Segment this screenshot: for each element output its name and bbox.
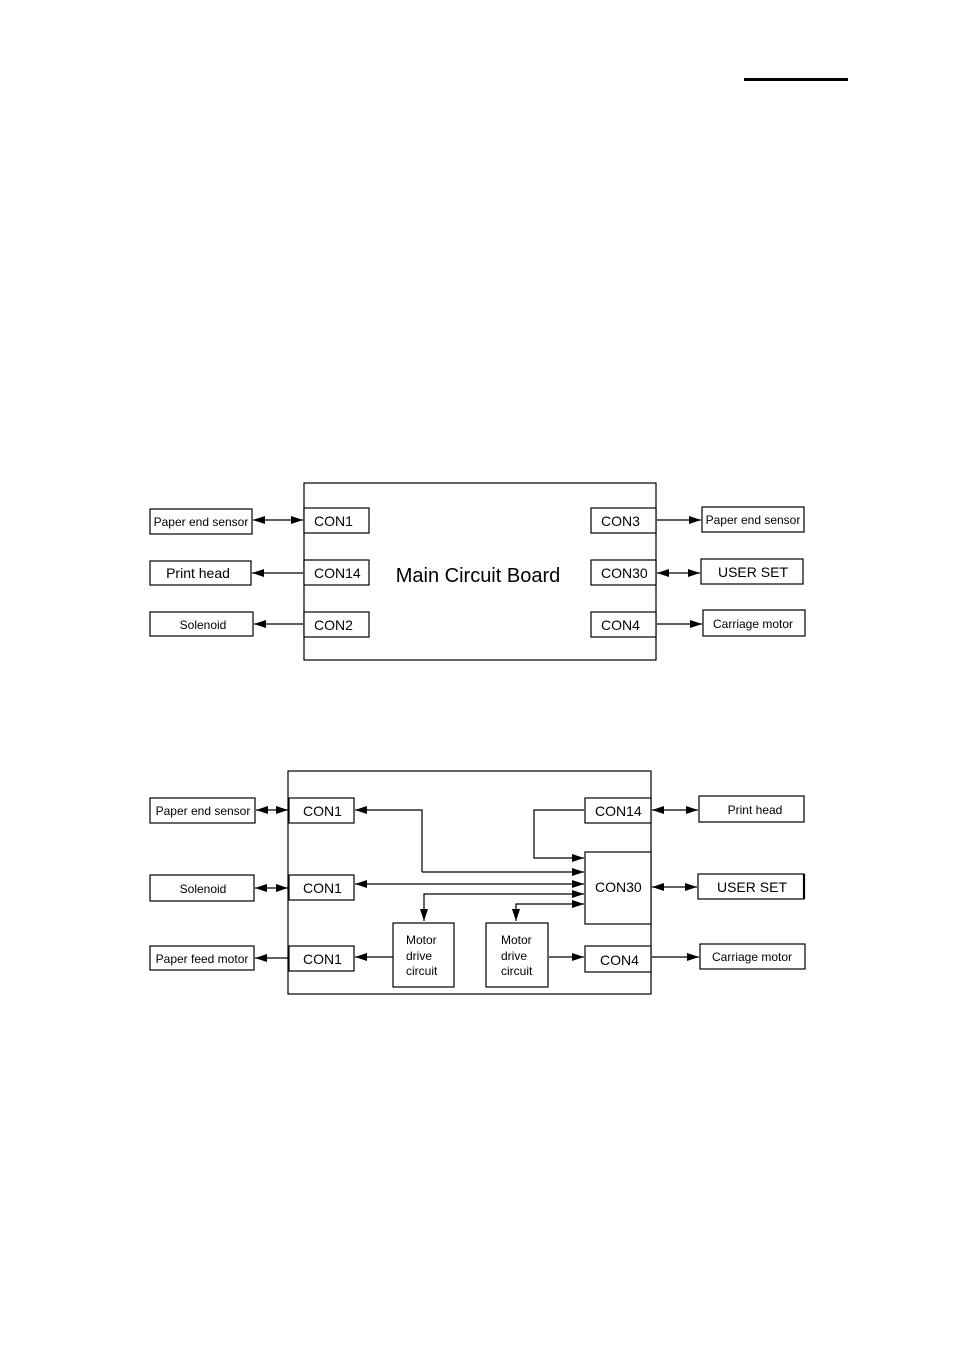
connector-con14: CON14 (585, 798, 651, 823)
connector-label: CON4 (600, 952, 639, 968)
connector-con4: CON4 (591, 612, 656, 637)
device-paper-end-sensor: Paper end sensor (150, 509, 252, 534)
motor-drive-label: Motor (501, 933, 532, 947)
device-user-set: USER SET (698, 874, 804, 899)
connector-label: CON2 (314, 617, 353, 633)
connector-con30: CON30 (585, 852, 651, 924)
connector-label: CON1 (303, 951, 342, 967)
motor-drive-label: drive (501, 949, 527, 963)
connector-label: CON4 (601, 617, 640, 633)
device-paper-end-sensor-right: Paper end sensor (702, 507, 804, 532)
device-label: Carriage motor (713, 617, 793, 631)
device-paper-end-sensor: Paper end sensor (150, 798, 255, 823)
connector-con1-middle: CON1 (289, 875, 354, 900)
connector-label: CON14 (314, 565, 361, 581)
device-carriage-motor: Carriage motor (700, 944, 805, 969)
device-label: Solenoid (180, 882, 227, 896)
connector-con14: CON14 (304, 560, 369, 585)
device-solenoid: Solenoid (150, 875, 254, 901)
device-user-set: USER SET (701, 559, 803, 584)
device-paper-feed-motor: Paper feed motor (150, 946, 254, 970)
connector-label: CON30 (595, 879, 642, 895)
device-label: Solenoid (180, 618, 227, 632)
connector-label: CON1 (303, 880, 342, 896)
device-label: Print head (728, 803, 783, 817)
device-print-head: Print head (699, 796, 804, 822)
connector-label: CON14 (595, 803, 642, 819)
device-label: Print head (166, 565, 230, 581)
connector-con4: CON4 (585, 946, 651, 972)
connector-label: CON1 (303, 803, 342, 819)
motor-drive-label: drive (406, 949, 432, 963)
connector-con1-top: CON1 (289, 798, 354, 823)
connector-con3: CON3 (591, 508, 656, 533)
connector-con1-bottom: CON1 (289, 946, 354, 971)
main-board-label: Main Circuit Board (396, 565, 561, 587)
device-label: USER SET (717, 879, 787, 895)
connector-con2: CON2 (304, 612, 369, 637)
device-label: Paper feed motor (156, 952, 249, 966)
device-label: Paper end sensor (156, 804, 251, 818)
connector-label: CON1 (314, 513, 353, 529)
device-label: USER SET (718, 564, 788, 580)
connector-con30: CON30 (591, 560, 656, 585)
motor-drive-label: circuit (406, 964, 438, 978)
motor-drive-circuit-right: Motor drive circuit (486, 923, 548, 987)
motor-drive-label: Motor (406, 933, 437, 947)
diagram-1: Main Circuit Board CON1 CON14 CON2 CON3 … (150, 483, 805, 660)
device-label: Paper end sensor (706, 513, 801, 527)
connector-label: CON30 (601, 565, 648, 581)
device-solenoid: Solenoid (150, 612, 253, 636)
device-label: Carriage motor (712, 950, 792, 964)
motor-drive-label: circuit (501, 964, 533, 978)
device-carriage-motor: Carriage motor (703, 610, 805, 636)
connector-label: CON3 (601, 513, 640, 529)
device-print-head: Print head (150, 561, 251, 585)
motor-drive-circuit-left: Motor drive circuit (393, 923, 454, 987)
connector-con1: CON1 (304, 508, 369, 533)
diagram-2: CON1 CON1 CON1 CON14 CON30 CON4 Motor dr… (150, 771, 805, 994)
device-label: Paper end sensor (154, 515, 249, 529)
